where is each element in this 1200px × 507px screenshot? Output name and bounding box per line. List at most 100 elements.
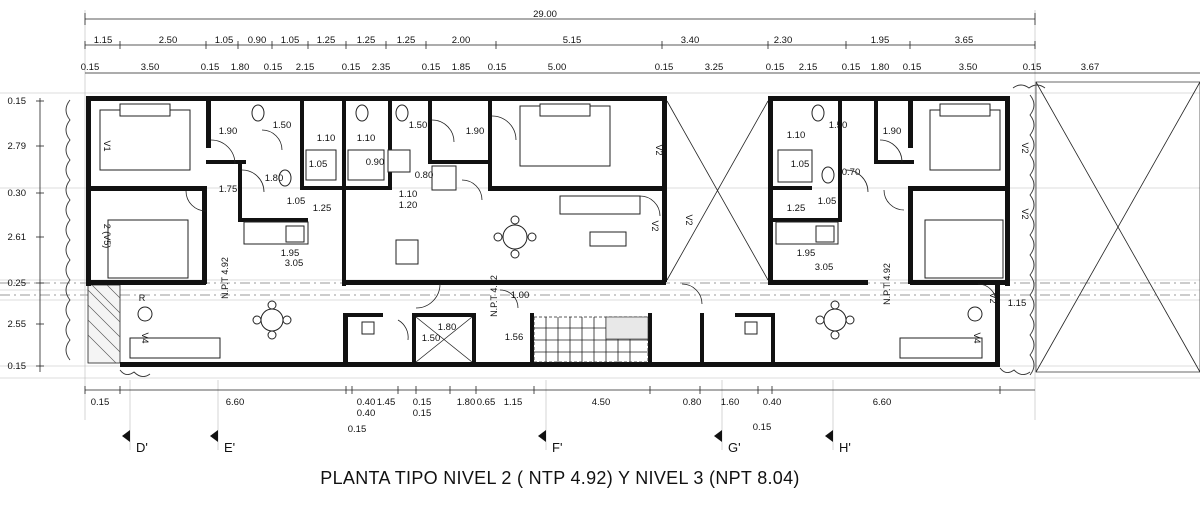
top-dim-2-5: 2.15: [296, 62, 315, 73]
top-dim-2-20: 0.15: [1023, 62, 1042, 73]
left-dim-2: 0.30: [8, 188, 27, 199]
interior-dim-29: 3.05: [815, 262, 834, 273]
top-dim-2-16: 0.15: [842, 62, 861, 73]
window-code-5: V2: [684, 214, 694, 225]
left-dim-5: 2.55: [8, 319, 27, 330]
window-code-0: V1: [102, 140, 112, 151]
interior-dim-2: 1.10: [317, 133, 336, 144]
interior-dim-18: 1.56: [505, 332, 524, 343]
level-marks: N.P.T 4.92 N.P.T 4.92 N.P.T 4.92: [220, 257, 892, 317]
top-dim-1-2: 1.05: [215, 35, 234, 46]
left-dim-1: 2.79: [8, 141, 27, 152]
top-dim-2-1: 3.50: [141, 62, 160, 73]
top-dim-1-9: 5.15: [563, 35, 582, 46]
window-code-1: V2: [654, 144, 664, 155]
window-code-3: V2: [650, 220, 660, 231]
interior-dim-7: 0.90: [366, 157, 385, 168]
interior-dim-14: 1.20: [399, 200, 418, 211]
interior-dim-15: 1.95: [281, 248, 300, 259]
top-dim-1-7: 1.25: [397, 35, 416, 46]
top-dim-2-13: 3.25: [705, 62, 724, 73]
top-dim-2-12: 0.15: [655, 62, 674, 73]
interior-dim-9: 1.80: [265, 173, 284, 184]
left-dimensions: 0.152.790.302.610.252.550.15: [8, 96, 44, 372]
top-dim-2-14: 0.15: [766, 62, 785, 73]
door-swings: [185, 115, 997, 341]
interior-dim-13: 1.10: [399, 189, 418, 200]
interior-dim-10: 1.75: [219, 184, 238, 195]
bottom-dim-1-8: 4.50: [592, 397, 611, 408]
bottom-dim-1-4b: 0.15: [413, 408, 432, 419]
level-mark-0: N.P.T 4.92: [220, 257, 230, 299]
top-dim-2-18: 0.15: [903, 62, 922, 73]
interior-dim-17: 1.00: [511, 290, 530, 301]
grid-axes: D'E'F'G'H': [122, 430, 851, 455]
top-dim-1-13: 3.65: [955, 35, 974, 46]
interior-dim-16: 3.05: [285, 258, 304, 269]
drawing-title: PLANTA TIPO NIVEL 2 ( NTP 4.92) Y NIVEL …: [320, 468, 799, 488]
interior-dim-25: 0.70: [842, 167, 861, 178]
top-dim-1-12: 1.95: [871, 35, 890, 46]
axis-label-0: D': [136, 440, 148, 455]
axis-marker-1: [210, 430, 218, 442]
top-dim-2-4: 0.15: [264, 62, 283, 73]
bottom-dim-1-11: 0.40: [763, 397, 782, 408]
top-dim-2-19: 3.50: [959, 62, 978, 73]
interior-dim-20: 1.50: [422, 333, 441, 344]
top-dim-2-15: 2.15: [799, 62, 818, 73]
left-dim-0: 0.15: [8, 96, 27, 107]
interior-dim-8: 0.80: [415, 170, 434, 181]
interior-dim-19: 1.80: [438, 322, 457, 333]
top-dim-2-10: 0.15: [488, 62, 507, 73]
top-dim-1-5: 1.25: [317, 35, 336, 46]
vegetation: [65, 81, 1200, 377]
interior-dim-6: 1.05: [309, 159, 328, 170]
top-dim-2-6: 0.15: [342, 62, 361, 73]
overall-dimension: 29.00: [533, 9, 557, 20]
bottom-dim-1-5: 1.80: [457, 397, 476, 408]
bottom-dim-1-2: 0.40: [357, 397, 376, 408]
bottom-dim-1-9: 0.80: [683, 397, 702, 408]
interior-dim-1: 1.50: [273, 120, 292, 131]
top-dim-2-3: 1.80: [231, 62, 250, 73]
left-dim-6: 0.15: [8, 361, 27, 372]
balcony-hatch: [87, 284, 121, 364]
bottom-dim-1-12: 6.60: [873, 397, 892, 408]
bottom-dim-1-10: 1.60: [721, 397, 740, 408]
walls: [86, 96, 1010, 367]
axis-marker-0: [122, 430, 130, 442]
left-dimension-column: 0.152.790.302.610.252.550.15: [8, 96, 44, 372]
interior-dim-3: 1.10: [357, 133, 376, 144]
top-dim-1-0: 1.15: [94, 35, 113, 46]
interior-dim-11: 1.05: [287, 196, 306, 207]
level-mark-1: N.P.T 4.92: [489, 275, 499, 317]
axis-marker-3: [714, 430, 722, 442]
interior-dim-5: 1.90: [466, 126, 485, 137]
interior-dim-24: 1.05: [791, 159, 810, 170]
interior-dim-22: 1.50: [829, 120, 848, 131]
top-dim-2-0: 0.15: [81, 62, 100, 73]
top-dim-1-11: 2.30: [774, 35, 793, 46]
bottom-dim-1-6: 0.65: [477, 397, 496, 408]
interior-dim-21: 1.10: [787, 130, 806, 141]
top-dim-1-6: 1.25: [357, 35, 376, 46]
bottom-dim-1-7: 1.15: [504, 397, 523, 408]
staircase: [533, 316, 649, 363]
furniture: [99, 103, 1004, 359]
top-dim-1-8: 2.00: [452, 35, 471, 46]
bottom-dim-1-1: 6.60: [226, 397, 245, 408]
axis-label-4: H': [839, 440, 851, 455]
level-mark-2: N.P.T 4.92: [882, 263, 892, 305]
top-dim-2-9: 1.85: [452, 62, 471, 73]
interior-dim-23: 1.90: [883, 126, 902, 137]
axis-label-1: E': [224, 440, 235, 455]
interior-dim-26: 1.05: [818, 196, 837, 207]
interior-dimensions: 1.90 1.50 1.10 1.10 1.50 1.90 1.05 0.90 0.80 1.80…: [219, 120, 1027, 344]
window-code-8: V4: [140, 332, 150, 343]
